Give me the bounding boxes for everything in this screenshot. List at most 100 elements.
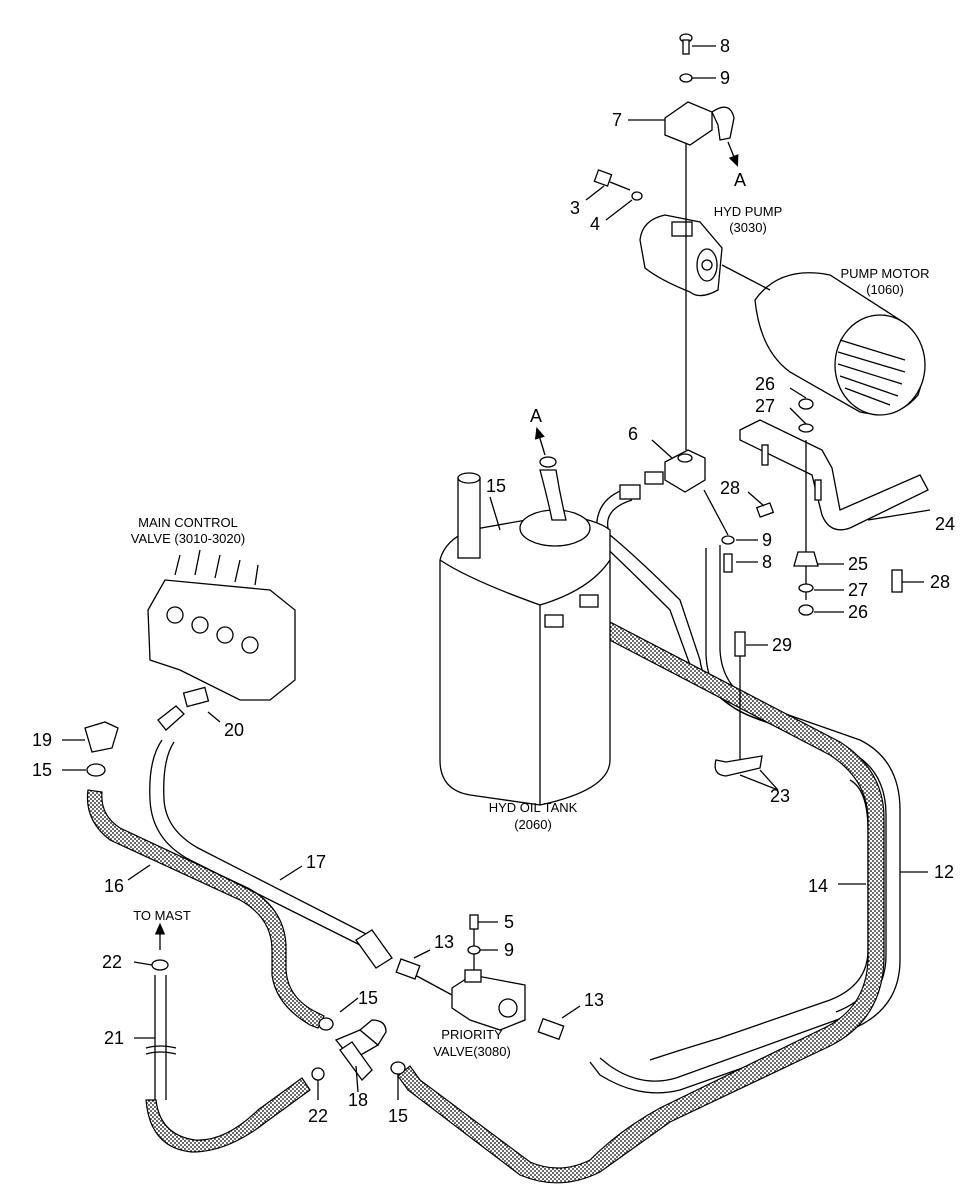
fitting-7 (664, 101, 735, 146)
hose-21-return (145, 1077, 311, 1153)
callout-8-mid: 8 (762, 552, 772, 572)
washer-9-top (679, 73, 693, 83)
callout-7: 7 (612, 110, 622, 130)
washer-27-top (798, 423, 814, 433)
callout-4: 4 (590, 214, 600, 234)
bolt-3 (593, 169, 631, 191)
svg-text:(3030): (3030) (729, 220, 767, 235)
main-control-valve (147, 549, 296, 701)
callout-29: 29 (772, 635, 792, 655)
washer-9-mid (721, 535, 735, 545)
svg-text:PRIORITY: PRIORITY (441, 1027, 503, 1042)
fitting-6 (619, 449, 706, 500)
callout-15-mid: 15 (358, 988, 378, 1008)
callout-27-bottom: 27 (848, 580, 868, 600)
label-arrow-a-top: A (734, 170, 746, 190)
svg-text:VALVE (3010-3020): VALVE (3010-3020) (131, 531, 245, 546)
label-hyd-oil-tank: HYD OIL TANK (2060) (489, 800, 578, 832)
arrow-a-top (727, 141, 739, 167)
washer-9-priority (467, 945, 481, 955)
fitting-13-right (537, 1017, 565, 1041)
callout-18: 18 (348, 1090, 368, 1110)
callout-26-bottom: 26 (848, 602, 868, 622)
callout-9-priority: 9 (504, 940, 514, 960)
callout-6: 6 (628, 424, 638, 444)
callout-27-top: 27 (755, 396, 775, 416)
clamp-22-bottom (311, 1067, 325, 1081)
arrow-a-tank (534, 427, 546, 456)
hose-21 (145, 959, 177, 1100)
callout-13-right: 13 (584, 990, 604, 1010)
clamp-15-mid (318, 1017, 334, 1031)
callout-numbers: 8 9 7 3 4 6 26 27 28 24 9 8 25 28 27 26 … (32, 36, 955, 1126)
fitting-19 (84, 721, 119, 753)
callout-15-left: 15 (32, 760, 52, 780)
bracket-24 (739, 419, 929, 531)
fitting-18 (334, 1019, 387, 1081)
callout-9-mid: 9 (762, 530, 772, 550)
hyd-pump (639, 214, 723, 297)
bolt-5 (469, 914, 479, 930)
callout-28-left: 28 (720, 478, 740, 498)
hose-suction (397, 544, 885, 1184)
callout-19: 19 (32, 730, 52, 750)
hose-17 (149, 739, 393, 969)
callout-25: 25 (848, 554, 868, 574)
bolt-28-left (755, 502, 775, 518)
callout-5: 5 (504, 912, 514, 932)
mount-25 (793, 551, 819, 567)
callout-28-right: 28 (930, 572, 950, 592)
callout-17: 17 (306, 852, 326, 872)
leader-lines (62, 45, 931, 1100)
callout-8-top: 8 (720, 36, 730, 56)
callout-9-top: 9 (720, 68, 730, 88)
label-pump-motor: PUMP MOTOR (1060) (840, 266, 929, 297)
label-to-mast: TO MAST (133, 908, 191, 923)
fitting-17-top (157, 705, 185, 731)
clamp-15-bottom (390, 1061, 406, 1075)
callout-15-tank: 15 (486, 476, 506, 496)
label-main-control-valve: MAIN CONTROL VALVE (3010-3020) (131, 515, 245, 546)
label-hyd-pump: HYD PUMP (3030) (714, 204, 783, 235)
svg-text:HYD OIL TANK: HYD OIL TANK (489, 800, 578, 815)
callout-24: 24 (935, 514, 955, 534)
callout-20: 20 (224, 720, 244, 740)
callout-3: 3 (570, 198, 580, 218)
hose-14 (596, 487, 881, 1061)
fitting-20 (182, 686, 210, 708)
callout-13-left: 13 (434, 932, 454, 952)
svg-text:(1060): (1060) (866, 282, 904, 297)
bolt-8-top (679, 33, 693, 55)
label-priority-valve: PRIORITY VALVE(3080) (433, 1027, 511, 1059)
hyd-oil-tank (439, 456, 611, 806)
fitting-13-left (395, 958, 421, 980)
clamp-23 (714, 755, 763, 777)
svg-text:VALVE(3080): VALVE(3080) (433, 1044, 511, 1059)
callout-21: 21 (104, 1028, 124, 1048)
nut-26-bottom (798, 604, 814, 616)
svg-text:MAIN CONTROL: MAIN CONTROL (138, 515, 238, 530)
svg-text:PUMP MOTOR: PUMP MOTOR (840, 266, 929, 281)
svg-text:HYD PUMP: HYD PUMP (714, 204, 783, 219)
bolt-29 (734, 631, 746, 760)
callout-26-top: 26 (755, 374, 775, 394)
callout-14: 14 (808, 876, 828, 896)
callout-22-top: 22 (102, 952, 122, 972)
callout-15-bottom: 15 (388, 1106, 408, 1126)
priority-valve (414, 925, 526, 1031)
washer-4 (631, 191, 643, 201)
washer-27-bottom (798, 583, 814, 593)
leader-9-mid (703, 489, 729, 536)
clamp-15-left (86, 763, 106, 777)
bolt-8-mid (723, 553, 733, 573)
callout-16: 16 (104, 876, 124, 896)
bolt-28-right (891, 569, 903, 593)
svg-text:(2060): (2060) (514, 817, 552, 832)
nut-26-top (798, 398, 814, 410)
callout-23: 23 (770, 786, 790, 806)
callout-22-bottom: 22 (308, 1106, 328, 1126)
label-arrow-a-tank: A (530, 406, 542, 426)
pump-motor (721, 264, 926, 416)
callout-12: 12 (934, 862, 954, 882)
